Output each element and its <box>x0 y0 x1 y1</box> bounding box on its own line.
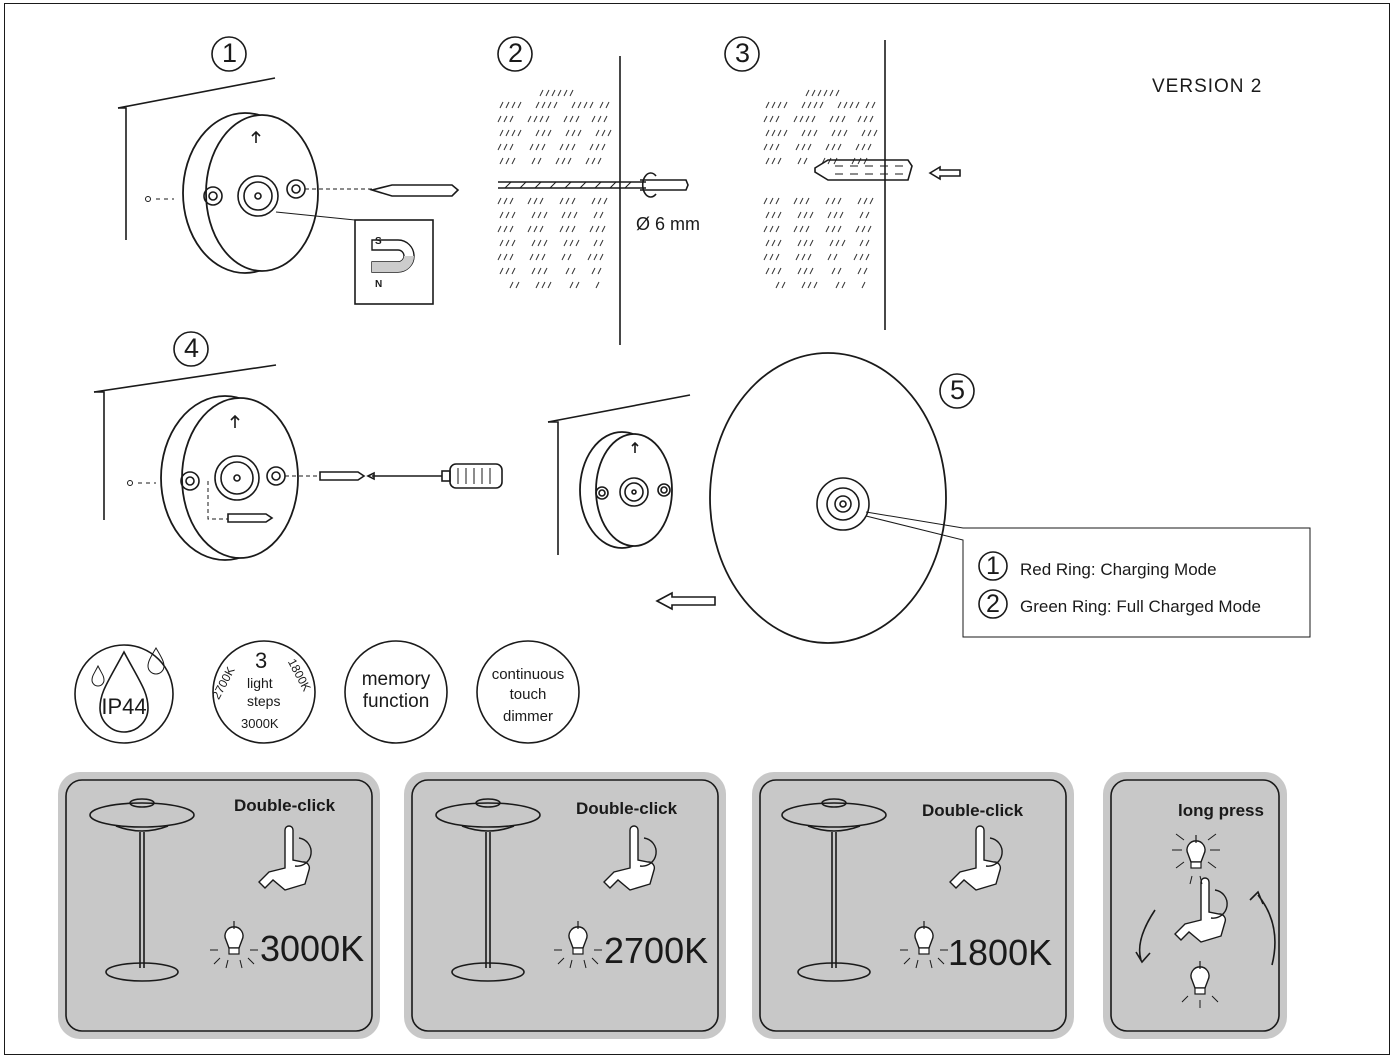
step4-illustration <box>93 364 503 561</box>
step-5-number: 5 <box>950 375 966 405</box>
ring-mode-1-label: Red Ring: Charging Mode <box>1020 560 1217 579</box>
step2-illustration <box>497 56 689 345</box>
panel-2-temp: 2700K <box>604 930 709 971</box>
step-1-number: 1 <box>222 38 238 68</box>
panel-1-temp: 3000K <box>260 928 365 969</box>
step1-illustration <box>117 77 460 305</box>
ring-mode-1-number: 1 <box>986 552 1000 580</box>
ring-mode-2-number: 2 <box>986 590 1000 618</box>
step-4-number: 4 <box>184 333 200 363</box>
step-2-number: 2 <box>508 38 524 68</box>
light-steps-word1: light <box>247 675 273 691</box>
panel-4-action: long press <box>1178 801 1264 820</box>
panel-3-action: Double-click <box>922 801 1024 820</box>
dimmer-badge-line3: dimmer <box>502 708 553 725</box>
light-steps-count: 3 <box>255 648 268 673</box>
dimmer-badge-line1: continuous <box>491 666 565 683</box>
step-3-number: 3 <box>735 38 751 68</box>
step5-illustration <box>547 352 1311 644</box>
magnet-north-label: N <box>375 279 383 290</box>
feature-badges <box>74 640 580 744</box>
magnet-south-label: S <box>375 236 382 247</box>
step3-illustration <box>763 40 961 330</box>
step-number-circles <box>173 36 975 409</box>
panel-3-temp: 1800K <box>948 932 1053 973</box>
ip44-badge-label: IP44 <box>101 694 147 719</box>
light-steps-k-bottom: 3000K <box>241 716 279 731</box>
drill-size-label: Ø 6 mm <box>636 214 701 234</box>
ring-mode-2-label: Green Ring: Full Charged Mode <box>1020 597 1261 616</box>
memory-badge-line2: function <box>362 691 430 712</box>
dimmer-badge-line2: touch <box>509 686 547 703</box>
panel-2-action: Double-click <box>576 799 678 818</box>
light-steps-word2: steps <box>247 693 281 709</box>
mode-panels <box>58 772 1287 1039</box>
version-label: VERSION 2 <box>1152 76 1263 97</box>
panel-1-action: Double-click <box>234 796 336 815</box>
page-frame <box>4 3 1390 1055</box>
memory-badge-line1: memory <box>361 669 431 690</box>
